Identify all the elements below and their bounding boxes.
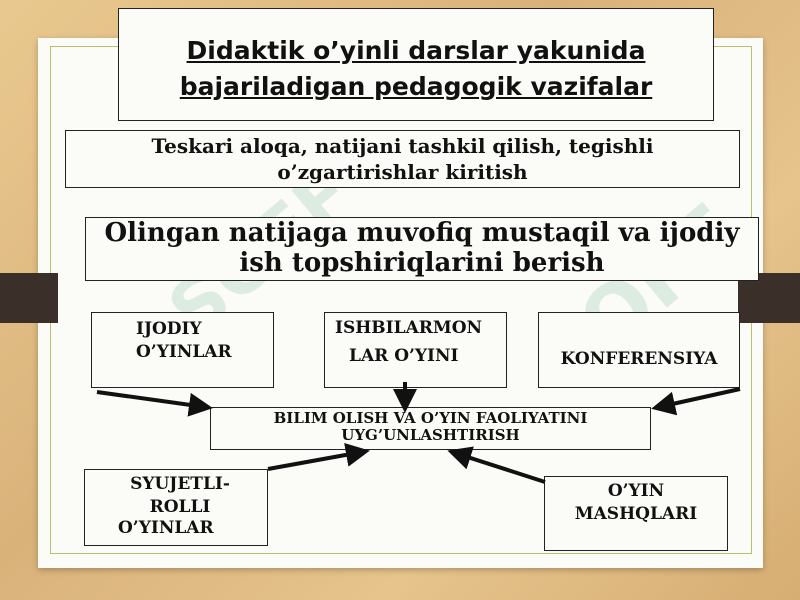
node-syujetli-line2: O’YINLAR [118,518,214,538]
tasks-box: Olingan natijaga muvofiq mustaqil va ijo… [85,217,759,281]
node-mashqlar: O’YIN MASHQLARI [544,476,728,551]
node-konferensiya: KONFERENSIYA [538,312,740,388]
tasks-text: Olingan natijaga muvofiq mustaqil va ijo… [104,218,740,278]
node-konferensiya-label: KONFERENSIYA [560,349,718,369]
node-center: BILIM OLISH VA O’YIN FAOLIYATINI UYG’UNL… [210,407,651,450]
node-mashqlar-label: O’YIN MASHQLARI [574,481,698,524]
title-box: Didaktik o’yinli darslar yakunida bajari… [118,8,714,121]
node-syujetli-line1: SYUJETLI-ROLLI [130,474,230,517]
node-ishbilarmon-line2: LAR O’YINI [349,346,459,366]
node-ishbilarmon-line1: ISHBILARMON [335,318,483,338]
node-center-label: BILIM OLISH VA O’YIN FAOLIYATINI UYG’UNL… [273,409,588,444]
page-title: Didaktik o’yinli darslar yakunida bajari… [179,36,653,101]
feedback-box: Teskari aloqa, natijani tashkil qilish, … [65,130,740,188]
feedback-text: Teskari aloqa, natijani tashkil qilish, … [151,134,654,184]
right-tab [738,273,800,323]
node-ijodiy-label: IJODIY O’YINLAR [136,319,232,362]
node-syujetli: SYUJETLI-ROLLI O’YINLAR [84,469,268,546]
node-ishbilarmon: ISHBILARMON LAR O’YINI [324,312,507,388]
node-ijodiy: IJODIY O’YINLAR [91,312,274,388]
left-tab [0,273,58,323]
